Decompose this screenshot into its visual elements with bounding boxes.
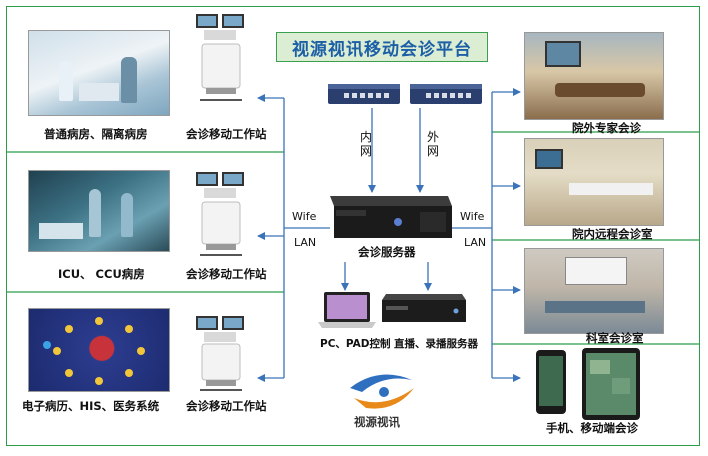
left-link-bottom-label: LAN [294, 236, 317, 249]
broadcast-server-device [382, 294, 466, 322]
phone-device [536, 350, 566, 414]
panel-1-label: 普通病房、隔离病房 [44, 127, 148, 141]
ward-photo [28, 30, 170, 116]
laptop-device [318, 292, 376, 328]
panel-2-label: ICU、 CCU病房 [58, 267, 145, 281]
brand-logo [350, 374, 414, 409]
right-panel-1-label: 院外专家会诊 [572, 121, 641, 135]
panel-1-station-label: 会诊移动工作站 [186, 127, 267, 141]
outer-frame [6, 6, 700, 446]
logo-text: 视源视讯 [354, 415, 400, 429]
pc-control-label: PC、PAD控制 [320, 338, 391, 350]
broadcast-server-label: 直播、录播服务器 [394, 338, 478, 350]
right-link-bottom-label: LAN [464, 236, 487, 249]
workstation-cart-2 [196, 172, 244, 256]
page-title: 视源视讯移动会诊平台 [276, 32, 488, 62]
workstation-cart-3 [196, 316, 244, 391]
left-link-top-label: Wife [292, 210, 317, 223]
panel-3-label: 电子病历、HIS、医务系统 [22, 399, 160, 413]
right-panel-3-label: 科室会诊室 [586, 331, 644, 345]
network-switch-inner [328, 84, 400, 104]
switch-outer-label: 外网 [426, 130, 439, 158]
panel-2-station-label: 会诊移动工作站 [186, 267, 267, 281]
consult-server-device [330, 196, 452, 238]
right-panel-2-label: 院内远程会诊室 [572, 227, 653, 241]
remote-room-photo [524, 138, 664, 226]
switch-inner-label: 内网 [359, 130, 372, 158]
his-system-photo [28, 308, 170, 392]
department-room-photo [524, 248, 664, 334]
server-label: 会诊服务器 [358, 245, 416, 259]
network-switch-outer [410, 84, 482, 104]
tablet-device [582, 348, 640, 420]
icu-photo [28, 170, 170, 252]
workstation-cart-1 [196, 14, 244, 101]
expert-room-photo [524, 32, 664, 120]
right-panel-4-label: 手机、移动端会诊 [546, 421, 638, 435]
panel-3-station-label: 会诊移动工作站 [186, 399, 267, 413]
right-link-top-label: Wife [460, 210, 485, 223]
